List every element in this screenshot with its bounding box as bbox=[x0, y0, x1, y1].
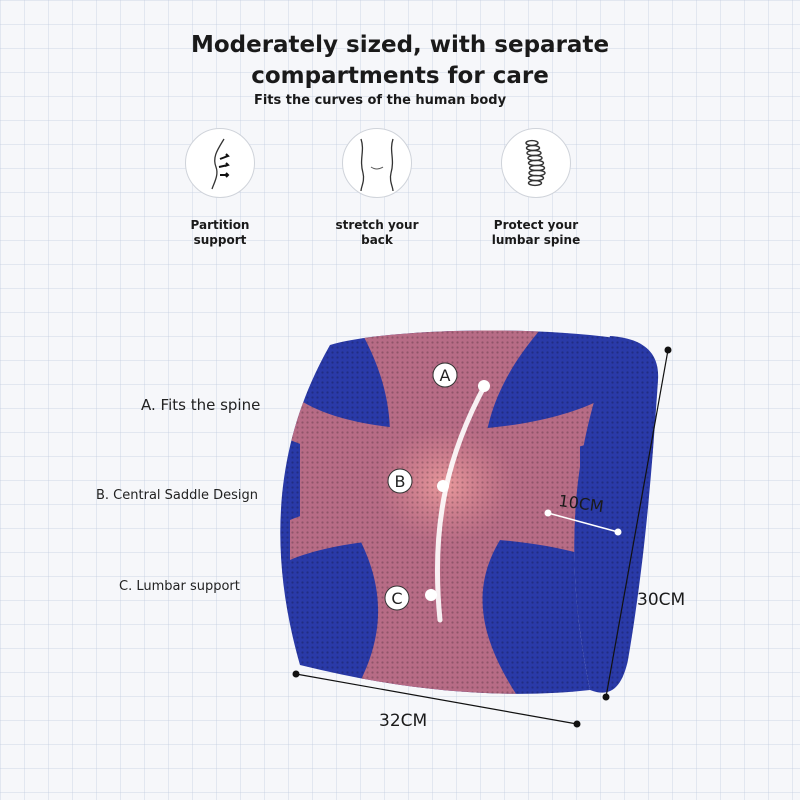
marker-b bbox=[387, 468, 413, 494]
callout-lumbar-support: C. Lumbar support bbox=[119, 579, 240, 594]
spine-icon bbox=[501, 128, 571, 198]
title-line-2: compartments for care bbox=[251, 63, 549, 89]
height-dimension-line bbox=[605, 349, 669, 698]
marker-b-label: B bbox=[395, 472, 406, 491]
back-outline-icon bbox=[342, 128, 412, 198]
width-dimension-label: 32CM bbox=[379, 711, 428, 731]
pillow-front-face bbox=[280, 330, 615, 694]
width-dimension-line bbox=[295, 673, 578, 725]
marker-c bbox=[384, 585, 410, 611]
height-dimension-label: 30CM bbox=[637, 590, 686, 610]
marker-c-label: C bbox=[391, 589, 402, 608]
feature-label: stretch your back bbox=[335, 218, 419, 247]
feature-protect-lumbar: Protect your lumbar spine bbox=[456, 128, 616, 248]
depth-dimension-line bbox=[547, 512, 619, 533]
marker-a-label: A bbox=[440, 366, 451, 385]
feature-partition-support: Partition support bbox=[140, 128, 300, 248]
feature-stretch-back: stretch your back bbox=[297, 128, 457, 248]
title-line-1: Moderately sized, with separate bbox=[190, 32, 610, 58]
feature-label: Protect your lumbar spine bbox=[491, 218, 581, 247]
page-subtitle: Fits the curves of the human body bbox=[253, 93, 507, 108]
callout-central-saddle: B. Central Saddle Design bbox=[96, 488, 258, 503]
marker-a bbox=[432, 362, 458, 388]
callout-fits-spine: A. Fits the spine bbox=[141, 396, 261, 414]
feature-label: Partition support bbox=[190, 218, 250, 247]
page-title: Moderately sized, with separate compartm… bbox=[0, 30, 800, 92]
torso-arrows-icon bbox=[185, 128, 255, 198]
